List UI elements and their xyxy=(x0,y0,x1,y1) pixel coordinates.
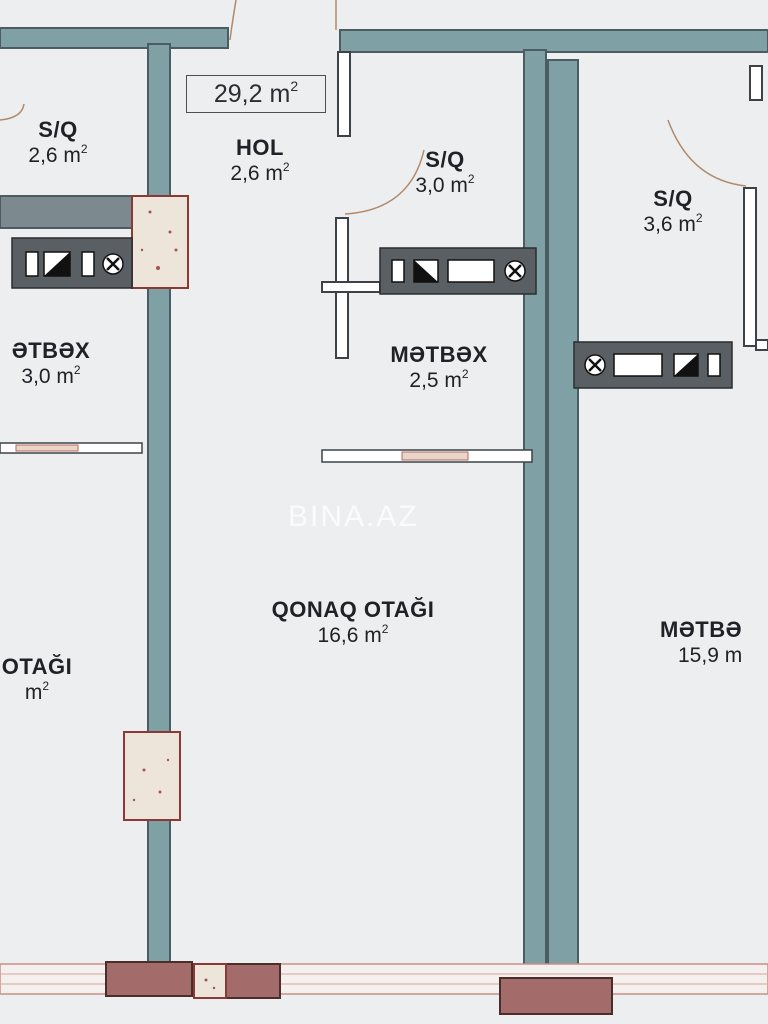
shaft-bottom xyxy=(123,731,181,821)
partition-wall-right xyxy=(547,59,579,979)
column-3 xyxy=(499,977,613,1015)
shaft-speckles xyxy=(132,210,216,990)
kitchen-counter-right xyxy=(573,341,733,389)
room-label-right-kitchen: MƏTBƏ 15,9 m xyxy=(660,617,743,667)
partition-wall-left xyxy=(147,43,171,965)
room-label-center-living: QONAQ OTAĞI 16,6 m2 xyxy=(271,597,435,647)
room-label-left-sq: S/Q 2,6 m2 xyxy=(28,117,88,167)
columns xyxy=(105,961,613,1015)
column-2 xyxy=(225,963,281,999)
kitchen-counter-center xyxy=(379,247,537,295)
room-label-center-kitchen: MƏTBƏX 2,5 m2 xyxy=(390,342,488,392)
partition-wall-center xyxy=(523,49,547,979)
room-label-left-kitchen: ƏTBƏX 3,0 m2 xyxy=(11,338,91,388)
top-wall-left xyxy=(0,27,229,49)
watermark: BINA.AZ xyxy=(288,500,419,533)
room-label-left-living: OTAĞI m2 xyxy=(1,654,73,704)
kitchen-partition-left xyxy=(0,195,151,229)
room-label-right-sq: S/Q 3,6 m2 xyxy=(643,186,703,236)
top-wall-right xyxy=(339,29,768,53)
room-label-center-sq: S/Q 3,0 m2 xyxy=(415,147,475,197)
shaft-window xyxy=(193,963,227,999)
shaft-top xyxy=(131,195,189,289)
thin-walls xyxy=(321,51,768,359)
column-1 xyxy=(105,961,193,997)
kitchen-counter-left xyxy=(11,237,133,289)
total-area-label: 29,2 m2 xyxy=(186,75,326,113)
ventilation-shafts xyxy=(123,195,227,999)
door-swings xyxy=(0,0,747,215)
room-label-hall: HOL 2,6 m2 xyxy=(230,135,290,185)
